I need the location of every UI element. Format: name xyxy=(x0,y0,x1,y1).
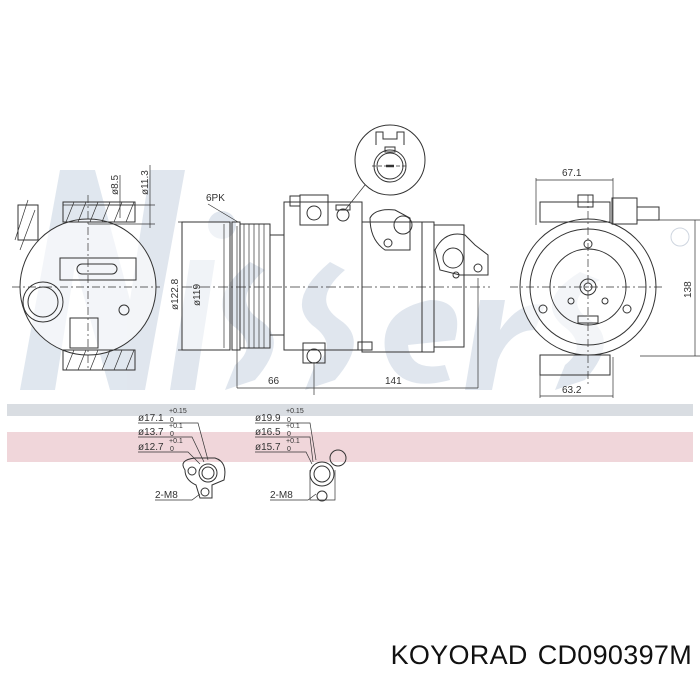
part-caption: KOYORAD CD090397M xyxy=(391,640,692,671)
port-right-tol-2-upper: +0.1 xyxy=(286,423,300,430)
port-left-tol-3-upper: +0.1 xyxy=(169,438,183,445)
port-right-dia-2: ø16.5 xyxy=(255,427,281,438)
port-right-dia-1: ø19.9 xyxy=(255,413,281,424)
port-left-tol-2-upper: +0.1 xyxy=(169,423,183,430)
highlight-band-pink xyxy=(7,432,693,462)
port-left-tol-1-upper: +0.15 xyxy=(169,408,187,415)
port-left-tol-2-lower: 0 xyxy=(170,431,174,438)
pulley-label: 6PK xyxy=(206,193,225,204)
dim-len-b: 141 xyxy=(385,376,402,387)
end-view xyxy=(510,178,700,398)
port-right-thread: 2-M8 xyxy=(270,490,293,501)
dim-d2: ø11.3 xyxy=(140,170,151,195)
port-detail-left xyxy=(138,422,226,501)
port-left-dia-2: ø13.7 xyxy=(138,427,164,438)
port-left-thread: 2-M8 xyxy=(155,490,178,501)
port-right-tol-3-upper: +0.1 xyxy=(286,438,300,445)
port-left-dia-3: ø12.7 xyxy=(138,442,164,453)
dim-bottom-width: 63.2 xyxy=(562,385,582,396)
dim-d1: ø8.5 xyxy=(110,175,121,195)
dim-height: 138 xyxy=(683,281,694,298)
port-left-tol-3-lower: 0 xyxy=(170,446,174,453)
port-right-tol-1-lower: 0 xyxy=(287,417,291,424)
port-detail-right xyxy=(255,422,347,502)
part-number: CD090397M xyxy=(537,640,692,670)
port-right-tol-2-lower: 0 xyxy=(287,431,291,438)
front-view xyxy=(178,124,490,395)
highlight-band-gray xyxy=(7,404,693,416)
port-left-tol-1-lower: 0 xyxy=(170,417,174,424)
side-view-left xyxy=(12,165,160,371)
port-right-dia-3: ø15.7 xyxy=(255,442,281,453)
dim-front-pulley-dia: ø119 xyxy=(192,284,203,306)
port-right-tol-3-lower: 0 xyxy=(287,446,291,453)
dim-len-a: 66 xyxy=(268,376,280,387)
dim-top-width: 67.1 xyxy=(562,168,582,179)
port-left-dia-1: ø17.1 xyxy=(138,413,164,424)
dim-front-total-dia: ø122.8 xyxy=(170,278,181,310)
port-right-tol-1-upper: +0.15 xyxy=(286,408,304,415)
brand-name: KOYORAD xyxy=(390,640,528,670)
